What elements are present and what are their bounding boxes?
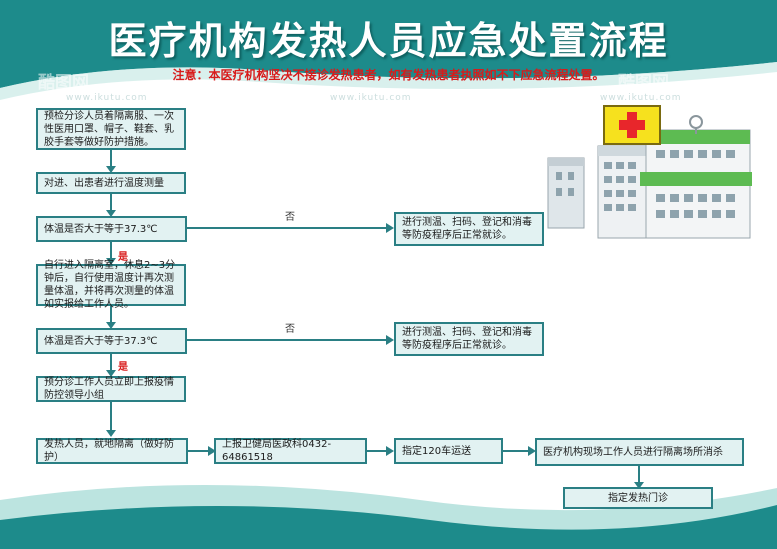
step-report-leadership: 预分诊工作人员立即上报疫情防控领导小组 xyxy=(36,376,186,402)
step-fever-clinic: 指定发热门诊 xyxy=(563,487,713,509)
step-isolate-patient: 发热人员，就地隔离（做好防护） xyxy=(36,438,188,464)
watermark-brand: 酷图网 xyxy=(38,73,89,93)
page-title: 医疗机构发热人员应急处置流程 xyxy=(108,18,669,63)
hospital-illustration xyxy=(547,105,752,239)
step-temperature-decision-2: 体温是否大于等于37.3℃ xyxy=(36,328,187,354)
label-yes: 是 xyxy=(118,252,128,263)
watermark-url: www.ikutu.com xyxy=(66,93,148,103)
step-temperature-decision-1: 体温是否大于等于37.3℃ xyxy=(36,216,187,242)
label-no: 否 xyxy=(285,324,295,335)
watermark-url: www.ikutu.com xyxy=(330,93,412,103)
arrowheads xyxy=(106,166,644,489)
footer-wave xyxy=(0,505,777,549)
satellite-dish-icon xyxy=(689,115,703,129)
result-normal-visit-1: 进行测温、扫码、登记和消毒等防疫程序后正常就诊。 xyxy=(394,212,544,246)
step-ambulance-transport: 指定120车运送 xyxy=(394,438,503,464)
step-isolation-recheck: 自行进入隔离室，休息2~3分钟后，自行使用温度计再次测量体温，并将再次测量的体温… xyxy=(36,260,186,310)
watermark-brand: 酷图网 xyxy=(618,73,669,93)
flow-connectors xyxy=(110,150,640,484)
step-temperature-check: 对进、出患者进行温度测量 xyxy=(36,172,186,194)
header-wave xyxy=(0,62,777,100)
watermark-url: www.ikutu.com xyxy=(600,93,682,103)
label-yes: 是 xyxy=(118,362,128,373)
notice-text: 注意：本医疗机构坚决不接诊发热患者，如有发热患者执照如不下应急流程处置。 xyxy=(172,68,605,82)
step-protection: 预检分诊人员着隔离服、一次性医用口罩、帽子、鞋套、乳胶手套等做好防护措施。 xyxy=(36,108,186,150)
step-report-health-bureau: 上报卫健局医政科0432-64861518 xyxy=(214,438,367,464)
label-no: 否 xyxy=(285,212,295,223)
result-normal-visit-2: 进行测温、扫码、登记和消毒等防疫程序后正常就诊。 xyxy=(394,322,544,356)
header-band xyxy=(0,0,777,88)
step-disinfection: 医疗机构现场工作人员进行隔离场所消杀 xyxy=(535,438,744,466)
